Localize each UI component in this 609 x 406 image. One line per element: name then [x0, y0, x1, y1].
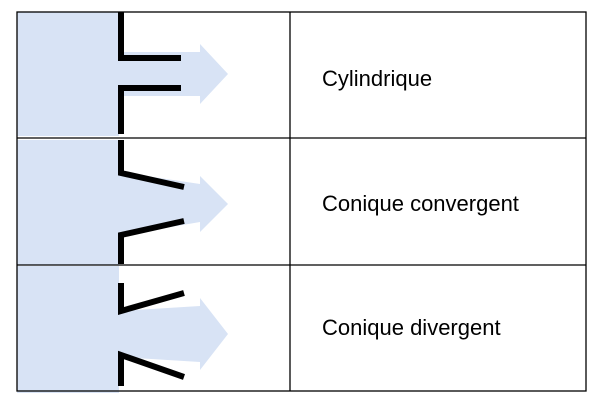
flow-arrow	[119, 298, 228, 370]
nozzle-wall-bottom	[118, 350, 185, 386]
row-conical-convergent	[17, 140, 228, 265]
nozzle-wall-bottom	[118, 85, 181, 134]
flow-region	[17, 140, 119, 265]
row-label-conique-divergent: Conique divergent	[322, 315, 501, 340]
flow-region	[17, 12, 119, 136]
nozzle-wall-top	[118, 140, 185, 190]
row-label-conique-convergent: Conique convergent	[322, 191, 519, 216]
nozzle-wall-top	[118, 12, 181, 61]
flow-arrow	[119, 44, 228, 104]
table-grid	[16, 11, 587, 392]
row-label-cylindrique: Cylindrique	[322, 66, 433, 91]
row-cylindrical	[17, 12, 228, 136]
nozzle-wall-bottom	[118, 218, 185, 264]
flow-region	[17, 266, 119, 393]
flow-arrow	[119, 172, 228, 236]
row-conical-divergent	[17, 266, 228, 393]
nozzle-wall-top	[118, 283, 185, 315]
